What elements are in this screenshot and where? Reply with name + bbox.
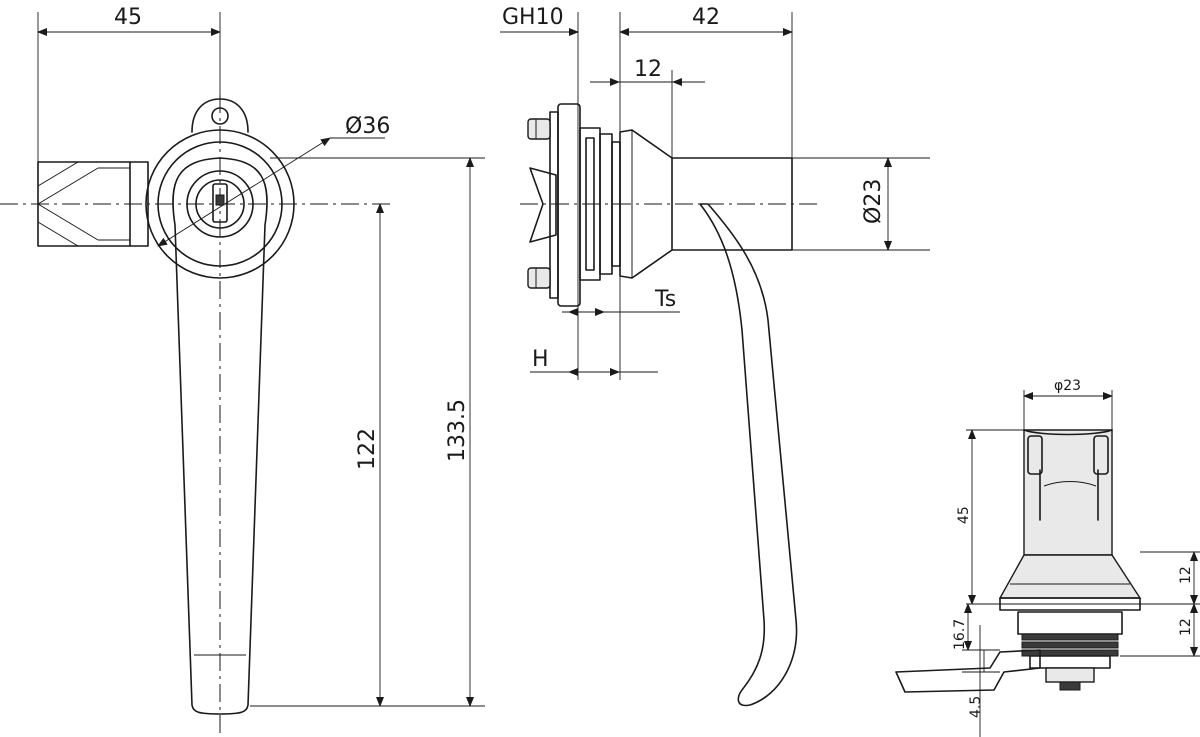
nut-stack xyxy=(579,127,621,281)
width-dimension-label: 45 xyxy=(114,5,142,30)
detail-top-cap xyxy=(1023,429,1113,556)
head-diameter-label: Ø36 xyxy=(345,114,390,139)
detail-offset-label: 16.7 xyxy=(952,619,968,650)
total-length-label: 133.5 xyxy=(445,399,470,462)
detail-upper-label: 12 xyxy=(1178,566,1194,584)
side-handle xyxy=(699,203,798,707)
thickness-dimension-label: Ts xyxy=(654,287,676,312)
latch-tongue xyxy=(37,161,149,247)
mounting-eyelet xyxy=(191,98,249,133)
detail-diameter-label: φ23 xyxy=(1054,378,1081,394)
height-dimension-label: H xyxy=(532,347,549,372)
detail-cone xyxy=(998,554,1142,599)
collar-dimension-label: 12 xyxy=(634,57,662,82)
detail-height-label: 45 xyxy=(956,506,972,524)
detail-thread xyxy=(1017,611,1123,691)
detail-view: φ23 45 12 12 16.7 4.5 xyxy=(895,378,1200,737)
shaft xyxy=(671,157,793,251)
head-diameter-leader xyxy=(157,137,331,247)
detail-cam-arm xyxy=(895,649,1041,693)
front-view: Ø36 45 122 133.5 xyxy=(0,5,485,737)
side-view: GH10 42 12 Ø23 Ts H xyxy=(500,5,930,707)
handle-length-label: 122 xyxy=(355,428,380,470)
depth-dimension-label: 42 xyxy=(692,5,720,30)
shaft-diameter-label: Ø23 xyxy=(861,179,886,224)
detail-cam-label: 4.5 xyxy=(968,696,984,718)
detail-lower-label: 12 xyxy=(1178,618,1194,636)
back-plate xyxy=(527,103,581,307)
gap-dimension-label: GH10 xyxy=(502,5,564,30)
